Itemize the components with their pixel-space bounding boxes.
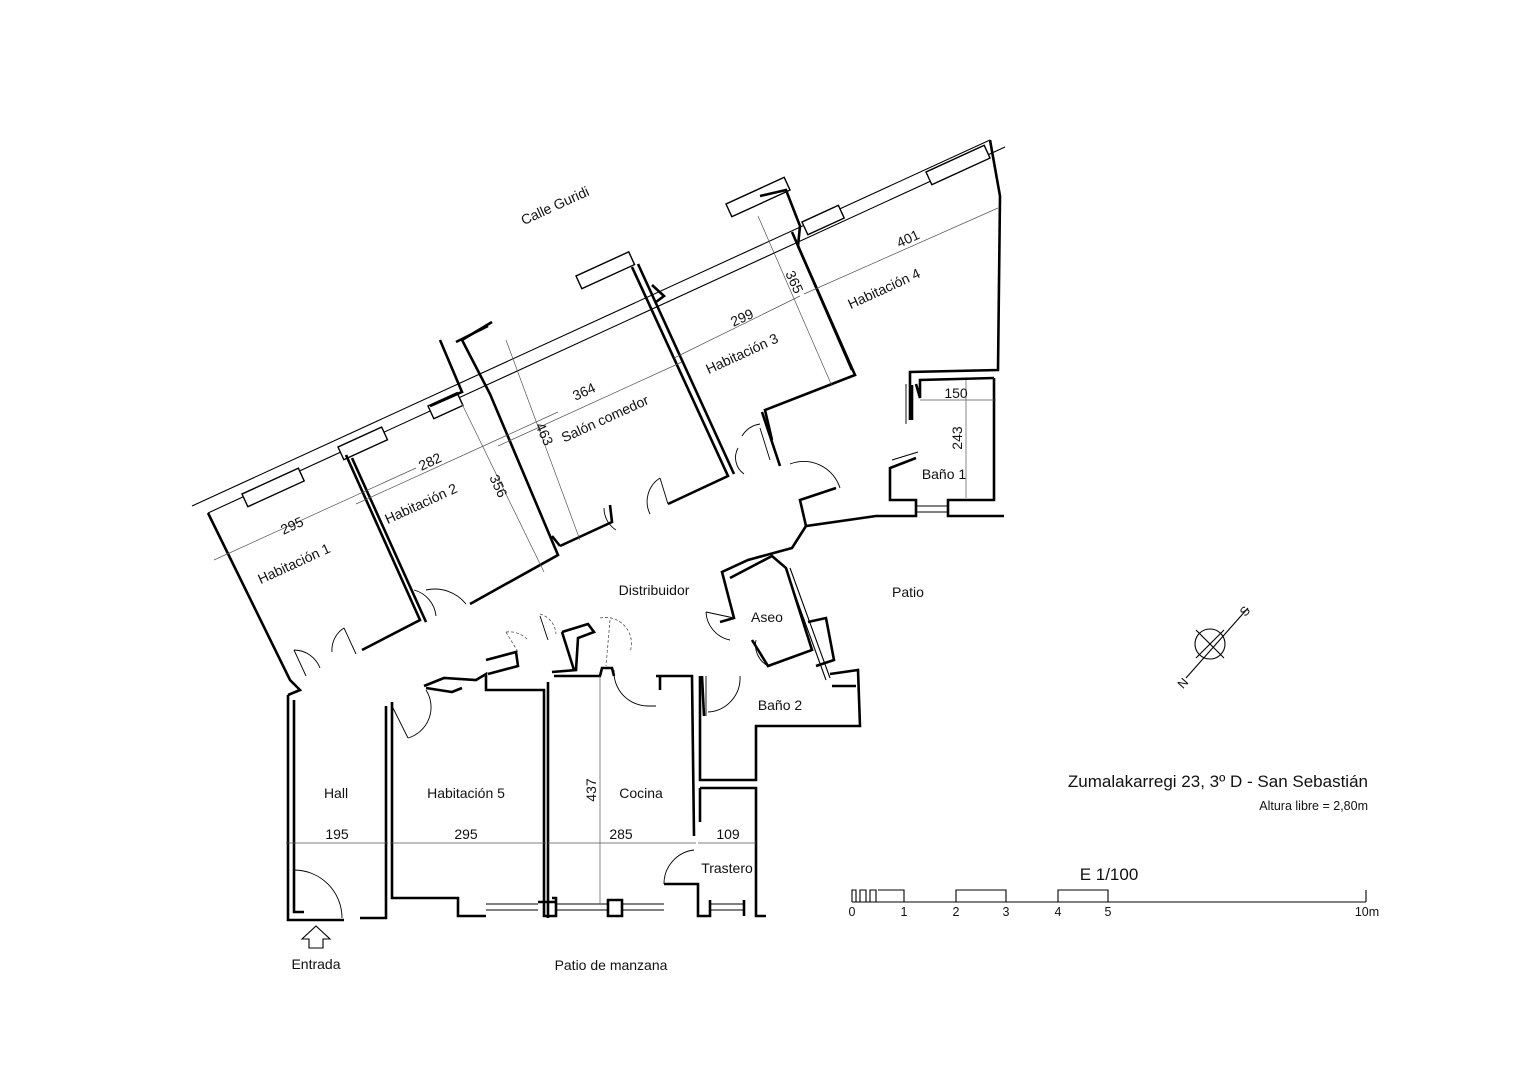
room-label-habitacion-1: Habitación 1 bbox=[255, 540, 333, 587]
room-label-salon-comedor: Salón comedor bbox=[559, 391, 652, 445]
facade-lines bbox=[191, 139, 1006, 514]
scale-tick-10m: 10m bbox=[1355, 905, 1379, 919]
room-label-distribuidor: Distribuidor bbox=[619, 582, 690, 598]
room-label-cocina: Cocina bbox=[619, 785, 663, 801]
dimension-hall-width: 195 bbox=[325, 826, 349, 842]
room-label-patio: Patio bbox=[892, 584, 924, 600]
scale-tick-5: 5 bbox=[1105, 905, 1112, 919]
entrance-arrow-icon bbox=[300, 925, 332, 949]
dimension-bano1-width: 150 bbox=[944, 385, 968, 401]
room-label-aseo: Aseo bbox=[751, 609, 783, 625]
dimension-salon-width: 364 bbox=[570, 379, 598, 403]
dimension-salon-depth: 463 bbox=[532, 420, 556, 448]
rear-windows bbox=[486, 451, 948, 911]
dimension-hab5-width: 295 bbox=[454, 826, 478, 842]
doors bbox=[293, 384, 907, 919]
compass-icon bbox=[1185, 607, 1249, 679]
room-label-bano-2: Baño 2 bbox=[758, 697, 803, 713]
entrance-label: Entrada bbox=[291, 956, 340, 972]
street-label: Calle Guridi bbox=[518, 183, 591, 228]
dimension-cocina-width: 285 bbox=[609, 826, 633, 842]
scale-tick-1: 1 bbox=[901, 905, 908, 919]
compass-north-label: N bbox=[1175, 675, 1191, 691]
height-note: Altura libre = 2,80m bbox=[1259, 799, 1368, 813]
scale-label: E 1/100 bbox=[1080, 865, 1139, 884]
dimension-hab4-width: 401 bbox=[894, 226, 922, 250]
scale-bar bbox=[851, 889, 1367, 903]
dimension-bano1-depth: 243 bbox=[949, 426, 965, 450]
dimension-cocina-depth: 437 bbox=[583, 778, 599, 802]
dimension-hab1-width: 295 bbox=[278, 513, 306, 537]
walls bbox=[206, 139, 1004, 922]
address-title: Zumalakarregi 23, 3º D - San Sebastián bbox=[1068, 772, 1368, 791]
scale-tick-3: 3 bbox=[1003, 905, 1010, 919]
room-label-hall: Hall bbox=[324, 785, 348, 801]
room-label-habitacion-4: Habitación 4 bbox=[845, 265, 923, 312]
scale-tick-2: 2 bbox=[953, 905, 960, 919]
dimension-hab3-width: 299 bbox=[728, 305, 756, 329]
compass-south-label: S bbox=[1237, 604, 1253, 620]
dimension-hab2-width: 282 bbox=[416, 449, 444, 473]
facade-windows bbox=[241, 144, 991, 508]
scale-tick-0: 0 bbox=[849, 905, 856, 919]
room-label-bano-1: Baño 1 bbox=[922, 466, 967, 482]
room-label-habitacion-5: Habitación 5 bbox=[427, 785, 505, 801]
patio-manzana-label: Patio de manzana bbox=[555, 957, 668, 973]
dimension-trastero-width: 109 bbox=[716, 826, 740, 842]
dimension-lines bbox=[213, 207, 999, 904]
room-label-habitacion-3: Habitación 3 bbox=[703, 330, 781, 377]
scale-tick-4: 4 bbox=[1055, 905, 1062, 919]
dimension-hab3-depth: 365 bbox=[782, 268, 806, 296]
room-label-trastero: Trastero bbox=[701, 860, 753, 876]
